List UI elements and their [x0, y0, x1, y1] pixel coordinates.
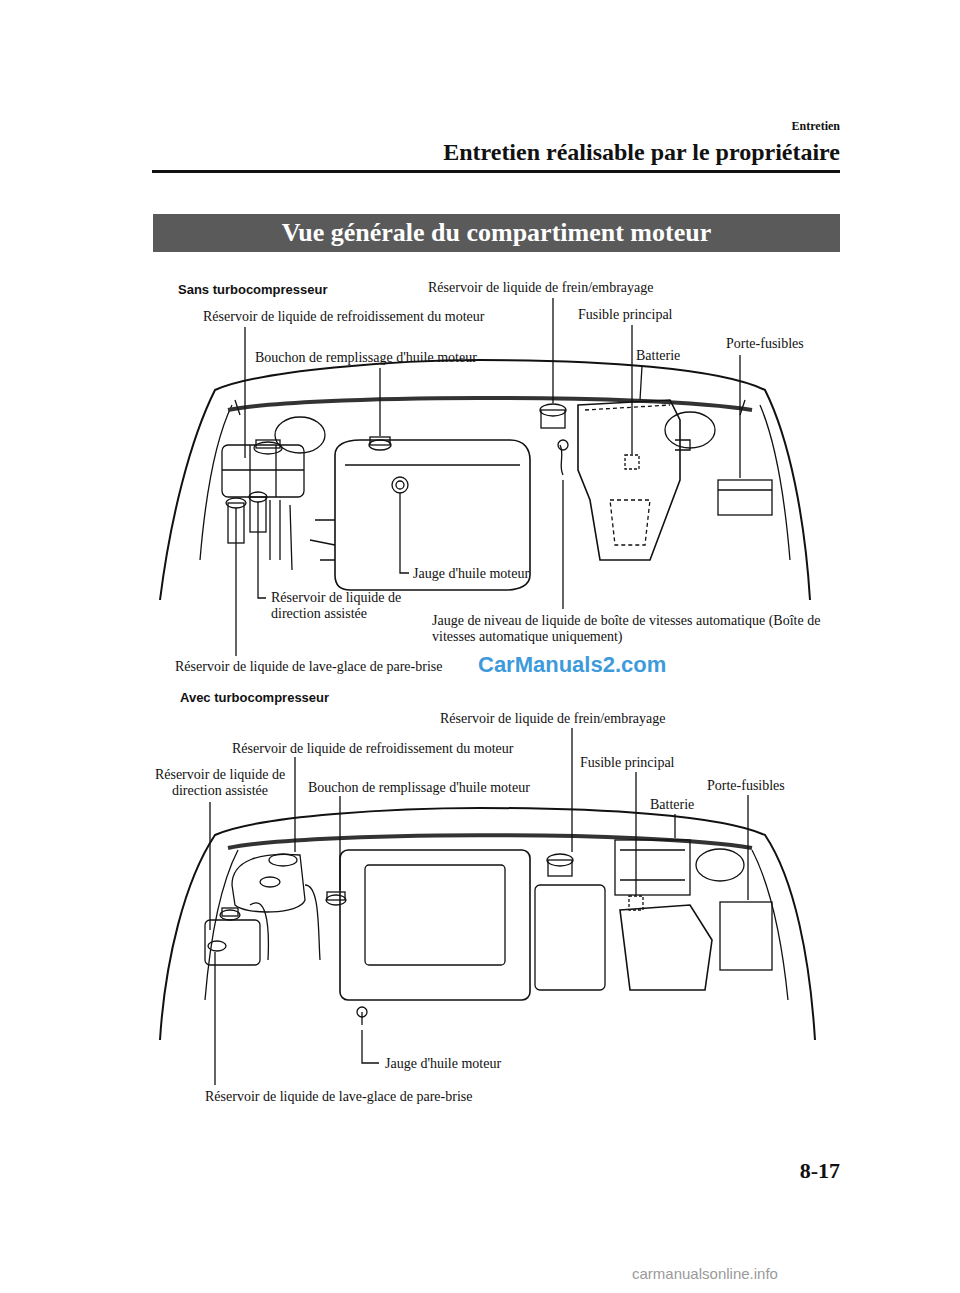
running-header: Entretien [792, 118, 840, 134]
part-label: Batterie [636, 348, 680, 364]
page-number: 8-17 [800, 1158, 840, 1184]
part-label: Réservoir de liquide de refroidissement … [232, 741, 513, 757]
variant-heading: Sans turbocompresseur [178, 282, 328, 298]
part-label: Porte-fusibles [726, 336, 804, 352]
watermark: carmanualsonline.info [632, 1266, 778, 1282]
part-label: Jauge d'huile moteur [413, 566, 529, 582]
part-label: Bouchon de remplissage d'huile moteur [255, 350, 477, 366]
part-label: Bouchon de remplissage d'huile moteur [308, 780, 530, 796]
part-label: Porte-fusibles [707, 778, 785, 794]
part-label: Fusible principal [580, 755, 675, 771]
part-label: Réservoir de liquide de refroidissement … [203, 309, 484, 325]
watermark: CarManuals2.com [478, 652, 666, 678]
part-label: Réservoir de liquide de lave-glace de pa… [205, 1089, 472, 1105]
part-label: Réservoir de liquide de frein/embrayage [440, 711, 665, 727]
part-label: Réservoir de liquide de direction assist… [150, 767, 290, 799]
part-label: Fusible principal [578, 307, 673, 323]
page-heading: Entretien réalisable par le propriétaire [443, 138, 840, 166]
part-label: Réservoir de liquide de direction assist… [271, 590, 406, 622]
part-label: Jauge de niveau de liquide de boîte de v… [432, 613, 832, 645]
part-label: Réservoir de liquide de lave-glace de pa… [175, 659, 442, 675]
variant-heading: Avec turbocompresseur [180, 690, 329, 706]
part-label: Jauge d'huile moteur [385, 1056, 501, 1072]
part-label: Réservoir de liquide de frein/embrayage [428, 280, 653, 296]
part-label: Batterie [650, 797, 694, 813]
section-banner-title: Vue générale du compartiment moteur [153, 218, 840, 248]
